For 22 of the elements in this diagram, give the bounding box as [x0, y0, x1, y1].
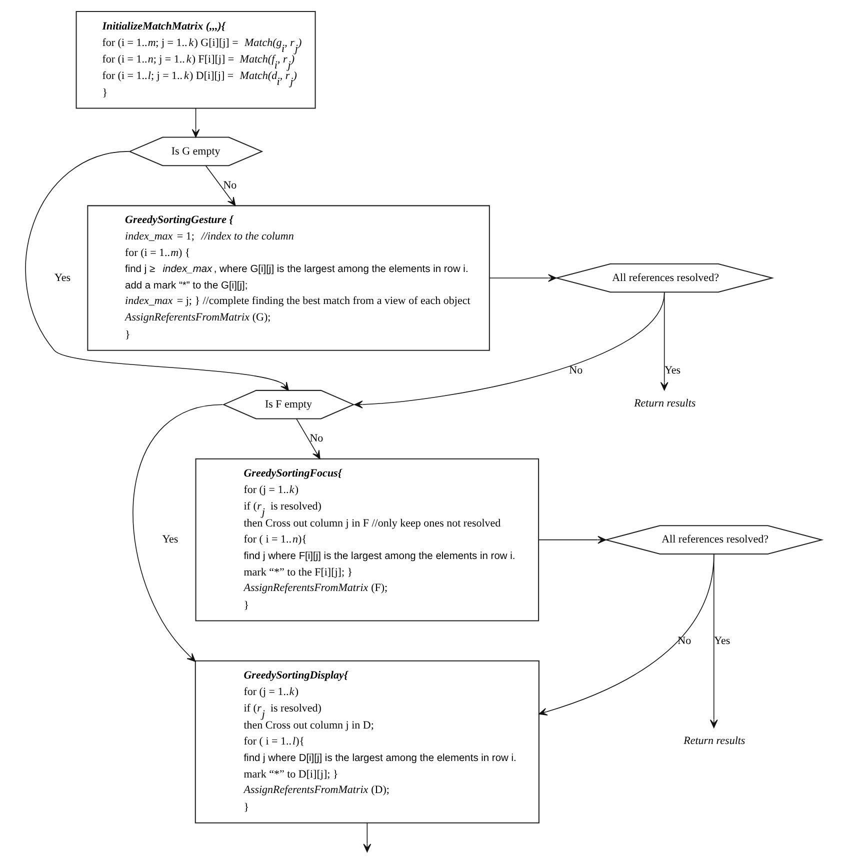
node-text: Return results: [683, 734, 745, 747]
arrow: [660, 292, 668, 391]
node-text: Return results: [634, 398, 696, 410]
arrow: [488, 274, 556, 282]
arrow: [538, 554, 714, 716]
arrow: [296, 418, 320, 460]
node-box: GreedySortingGesture { index_max = 1; //index to the column for (i = 1..m) { find j ≥ index_max, where G[i][j] is the largest among the elements in row i. add a mark “*” to the G[i][j]; index_max = j; } //complete finding the best match from a view of each object AssignReferentsFromMatrix (G); }: [86, 205, 490, 351]
edge-label: Yes: [714, 634, 730, 647]
edge-label: Yes: [54, 272, 70, 284]
arrow: [538, 536, 606, 544]
arrow: [191, 108, 200, 138]
arrow: [132, 404, 222, 662]
edge-label: No: [677, 634, 691, 647]
edge-label: No: [222, 180, 236, 192]
edge-label: No: [568, 364, 582, 376]
edge-label: Yes: [162, 534, 178, 546]
arrow: [204, 165, 236, 206]
edge-label: Yes: [664, 364, 680, 376]
arrow: [24, 151, 288, 391]
arrow: [354, 292, 664, 408]
edge-label: No: [309, 432, 323, 445]
arrow: [709, 554, 718, 728]
